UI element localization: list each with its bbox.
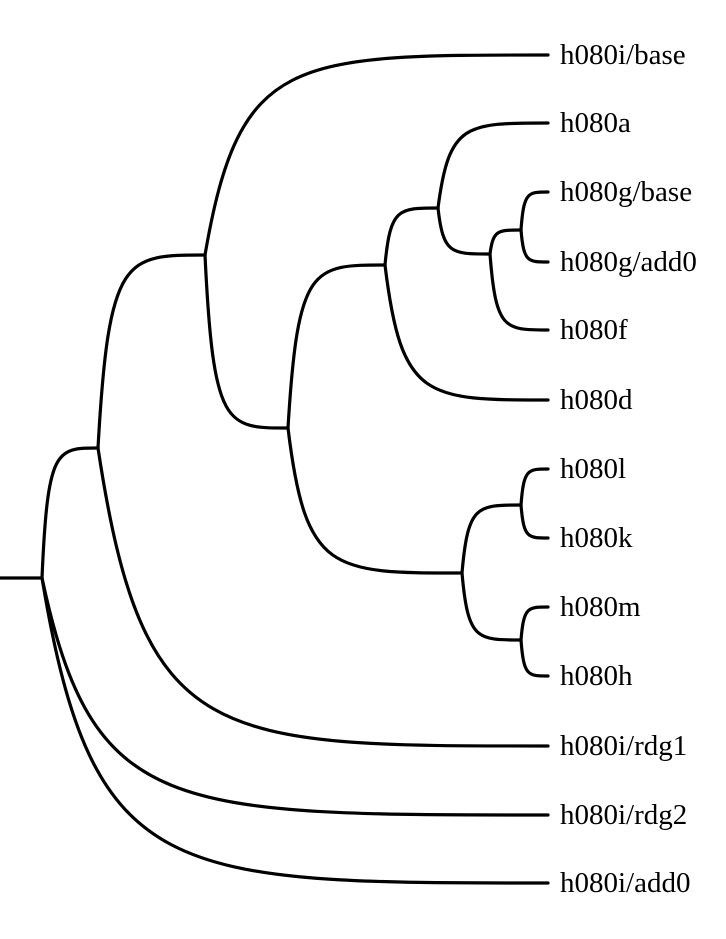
edge-n6-f (488, 252, 550, 332)
leaf-label-g-add0: h080g/add0 (560, 246, 697, 278)
edge-n9-k (519, 503, 550, 540)
edge-n3-n4 (286, 263, 387, 430)
edge-n8-n10 (460, 571, 523, 642)
leaf-label-i-add0: h080i/add0 (560, 867, 691, 899)
leaf-label-i-rdg1: h080i/rdg1 (560, 730, 687, 762)
edge-n7-g_base (519, 190, 550, 232)
leaf-label-h: h080h (560, 660, 633, 692)
edge-n5-n6 (436, 206, 492, 256)
leaf-label-m: h080m (560, 591, 641, 623)
edge-n4-d (383, 263, 550, 402)
edge-n2-i_base (203, 53, 550, 257)
edge-n2-n3 (203, 253, 290, 430)
leaf-label-i-base: h080i/base (560, 39, 686, 71)
edge-n4-n5 (383, 206, 440, 267)
edge-root-i_add0 (40, 576, 550, 885)
leaf-label-a: h080a (560, 107, 631, 139)
edge-n9-l (519, 467, 550, 507)
tree-edges (40, 53, 550, 885)
edge-n6-n7 (488, 228, 523, 256)
leaf-label-g-base: h080g/base (560, 176, 692, 208)
leaf-label-d: h080d (560, 384, 633, 416)
edge-n3-n8 (286, 426, 464, 575)
leaf-label-f: h080f (560, 314, 628, 346)
edge-n8-n9 (460, 503, 523, 575)
edge-n1-n2 (96, 253, 207, 450)
edge-root-n1 (40, 446, 100, 580)
leaf-label-i-rdg2: h080i/rdg2 (560, 799, 687, 831)
leaf-labels: h080i/base h080a h080g/base h080g/add0 h080f… (560, 39, 697, 899)
edge-n7-g_add0 (519, 228, 550, 264)
leaf-label-k: h080k (560, 522, 633, 554)
edge-n10-h (519, 638, 550, 678)
edge-n5-a (436, 121, 550, 210)
leaf-label-l: h080l (560, 453, 626, 485)
edge-root-i_rdg2 (40, 576, 550, 817)
edge-n1-i_rdg1 (96, 446, 550, 748)
edge-n10-m (519, 605, 550, 642)
